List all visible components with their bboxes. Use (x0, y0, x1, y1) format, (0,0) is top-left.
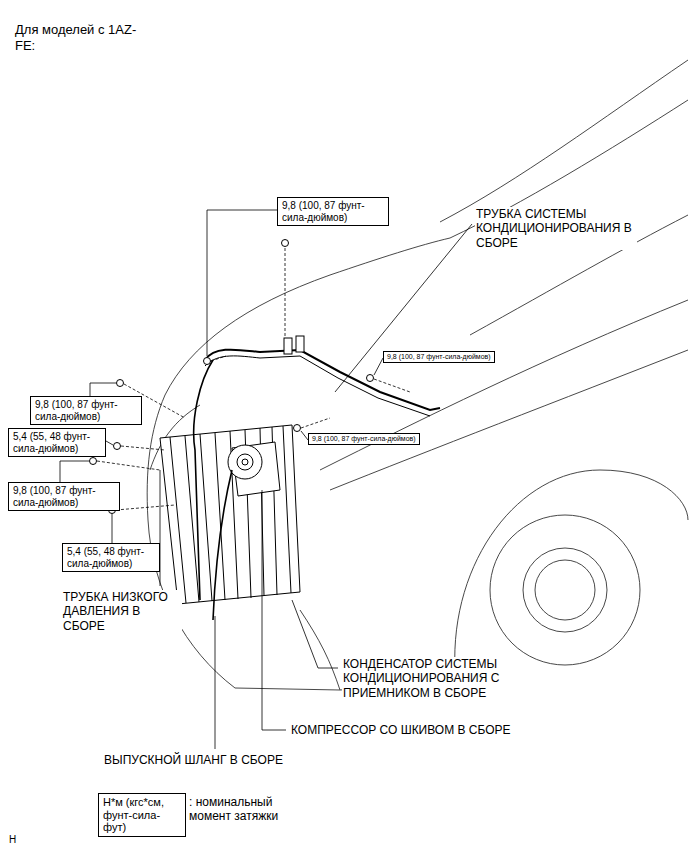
legend-key-box: Н*м (кгс*см, фунт-сила-фут) (98, 793, 186, 837)
torque-value: 9,8 (100, 87 фунт-сила-дюймов) (13, 485, 115, 508)
torque-value: 5,4 (55, 48 фунт-сила-дюймов) (13, 431, 101, 454)
torque-box: 5,4 (55, 48 фунт-сила-дюймов) (8, 428, 106, 457)
part-name: ТРУБКА НИЗКОГО ДАВЛЕНИЯ В СБОРЕ (62, 590, 182, 633)
part-name: КОНДЕНСАТОР СИСТЕМЫ КОНДИЦИОНИРОВАНИЯ С … (342, 657, 529, 700)
part-name: ВЫПУСКНОЙ ШЛАНГ В СБОРЕ (103, 753, 284, 767)
torque-box: 9,8 (100, 87 фунт-сила-дюймов) (383, 351, 495, 363)
page-mark: H (8, 834, 17, 846)
part-name: ТРУБКА СИСТЕМЫ КОНДИЦИОНИРОВАНИЯ В СБОРЕ (475, 207, 637, 250)
torque-box: 9,8 (100, 87 фунт-сила-дюймов) (8, 482, 120, 511)
torque-box: 9,8 (100, 87 фунт-сила-дюймов) (308, 433, 420, 445)
part-name: КОМПРЕССОР СО ШКИВОМ В СБОРЕ (290, 723, 512, 737)
legend-note: : номинальный момент затяжки (188, 795, 290, 824)
torque-value: 9,8 (100, 87 фунт-сила-дюймов) (312, 435, 416, 443)
torque-value: 5,4 (55, 48 фунт-сила-дюймов) (67, 546, 155, 569)
torque-value: 9,8 (100, 87 фунт-сила-дюймов) (282, 200, 384, 223)
torque-value: Н*м (кгс*см, фунт-сила-фут) (103, 796, 181, 834)
torque-box: 5,4 (55, 48 фунт-сила-дюймов) (62, 543, 160, 572)
torque-box: 9,8 (100, 87 фунт-сила-дюймов) (277, 197, 389, 226)
torque-value: 9,8 (100, 87 фунт-сила-дюймов) (35, 399, 137, 422)
torque-box: 9,8 (100, 87 фунт-сила-дюймов) (30, 396, 142, 425)
title: Для моделей с 1AZ-FE: (15, 22, 145, 53)
torque-value: 9,8 (100, 87 фунт-сила-дюймов) (387, 353, 491, 361)
